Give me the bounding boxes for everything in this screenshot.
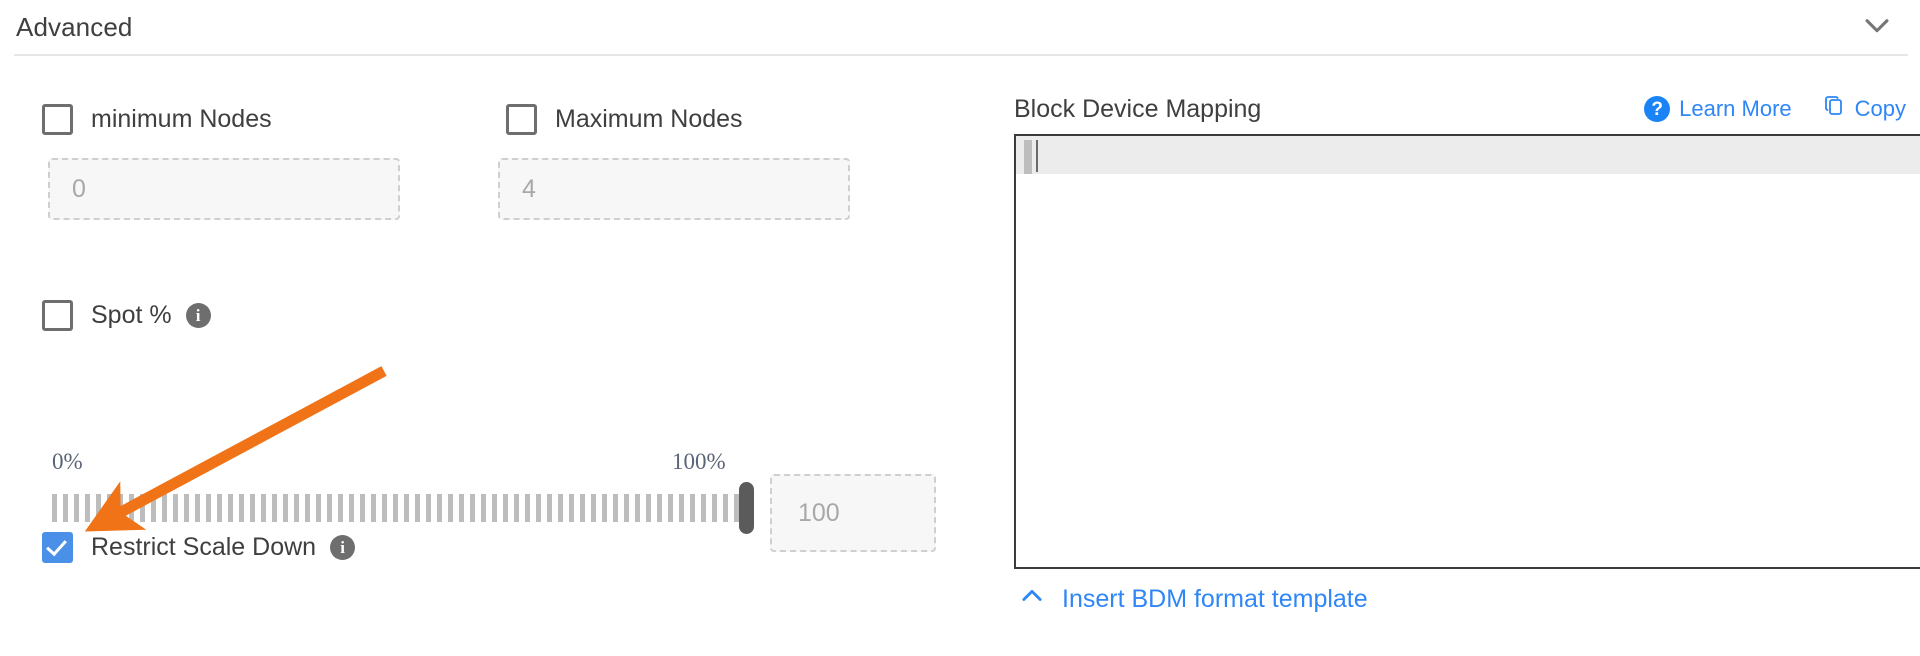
editor-gutter-marker — [1024, 140, 1032, 174]
maximum-nodes-checkbox[interactable] — [506, 104, 537, 135]
insert-bdm-template-link[interactable]: Insert BDM format template — [1018, 582, 1368, 617]
block-device-mapping-panel: Block Device Mapping ? Learn More Copy — [1000, 54, 1920, 656]
header-divider — [14, 54, 1908, 56]
slider-min-label: 0% — [52, 449, 83, 474]
minimum-nodes-checkbox[interactable] — [42, 104, 73, 135]
maximum-nodes-input[interactable]: 4 — [498, 158, 850, 220]
restrict-scale-down-label: Restrict Scale Down — [91, 533, 317, 561]
question-mark-icon: ? — [1644, 96, 1671, 122]
copy-button[interactable]: Copy — [1822, 94, 1906, 124]
slider-handle[interactable] — [739, 482, 754, 534]
learn-more-label: Learn More — [1679, 96, 1792, 121]
slider-max-label: 100% — [672, 449, 726, 474]
bdm-header-actions: ? Learn More Copy — [1644, 94, 1906, 124]
bdm-code-editor[interactable] — [1014, 134, 1920, 569]
spot-percent-label: Spot % — [91, 301, 172, 329]
restrict-scale-down-row: Restrict Scale Down i — [42, 532, 356, 563]
bdm-title: Block Device Mapping — [1014, 94, 1262, 123]
insert-bdm-template-label: Insert BDM format template — [1062, 585, 1368, 613]
spot-percent-checkbox[interactable] — [42, 300, 73, 331]
advanced-section-header[interactable]: Advanced — [0, 0, 1920, 54]
editor-active-line — [1016, 136, 1920, 174]
learn-more-link[interactable]: ? Learn More — [1644, 96, 1792, 122]
minimum-nodes-label: minimum Nodes — [91, 105, 272, 133]
editor-caret — [1036, 140, 1038, 172]
copy-label: Copy — [1854, 96, 1906, 121]
spot-percent-row: Spot % i — [42, 300, 211, 331]
maximum-nodes-row: Maximum Nodes — [506, 104, 743, 135]
maximum-nodes-label: Maximum Nodes — [555, 105, 743, 133]
chevron-down-icon — [1860, 8, 1894, 47]
page-title: Advanced — [16, 11, 133, 42]
restrict-scale-down-info-icon[interactable]: i — [330, 535, 356, 560]
bdm-header: Block Device Mapping ? Learn More Copy — [1014, 92, 1906, 126]
slider-track[interactable] — [52, 494, 752, 522]
spot-percent-value-input[interactable]: 100 — [770, 474, 936, 552]
minimum-nodes-input[interactable]: 0 — [48, 158, 400, 220]
advanced-left-column: minimum Nodes 0 Maximum Nodes 4 Spot % i… — [0, 54, 990, 656]
chevron-up-icon — [1018, 582, 1046, 617]
spot-percent-info-icon[interactable]: i — [185, 303, 211, 328]
collapse-section-button[interactable] — [1856, 6, 1898, 48]
restrict-scale-down-checkbox[interactable] — [42, 532, 73, 563]
copy-icon — [1822, 94, 1846, 124]
minimum-nodes-row: minimum Nodes — [42, 104, 272, 135]
